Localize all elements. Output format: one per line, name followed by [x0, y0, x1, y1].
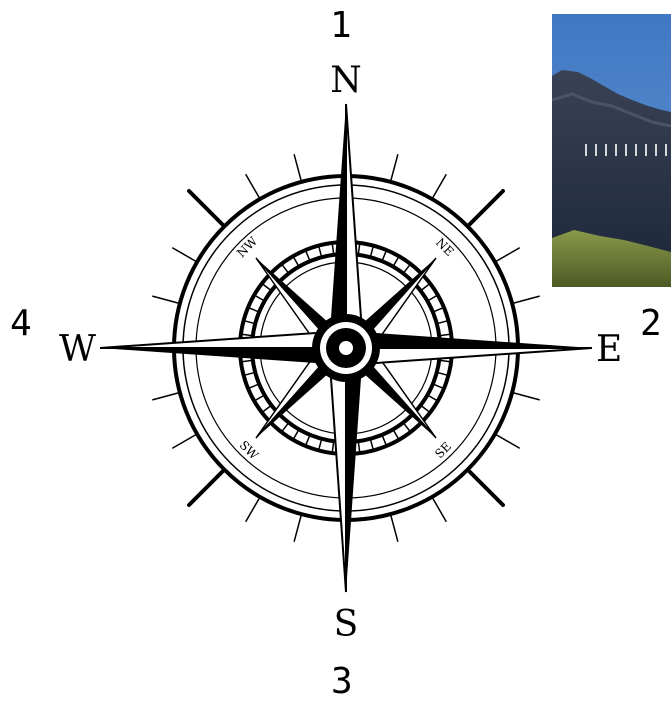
- compass-tick: [246, 497, 260, 521]
- compass-tick: [432, 497, 446, 521]
- compass-tick: [173, 248, 197, 262]
- west-label: W: [59, 329, 96, 370]
- compass-tick: [468, 470, 503, 505]
- north-label: N: [330, 60, 362, 101]
- compass-tick: [294, 155, 301, 182]
- compass-tick: [294, 514, 301, 541]
- compass-tick: [189, 191, 224, 226]
- east-label: E: [596, 329, 622, 370]
- compass-tick: [189, 470, 224, 505]
- compass-tick: [512, 296, 539, 303]
- compass-tick: [495, 434, 519, 448]
- compass-tick: [153, 296, 180, 303]
- south-label: S: [334, 604, 359, 645]
- compass-tick: [246, 175, 260, 199]
- compass-tick: [468, 191, 503, 226]
- hub-center: [339, 341, 353, 355]
- compass-tick: [432, 175, 446, 199]
- compass-tick: [495, 248, 519, 262]
- compass-tick: [173, 434, 197, 448]
- compass-tick: [153, 393, 180, 400]
- compass-tick: [512, 393, 539, 400]
- compass-tick: [391, 514, 398, 541]
- compass-tick: [391, 155, 398, 182]
